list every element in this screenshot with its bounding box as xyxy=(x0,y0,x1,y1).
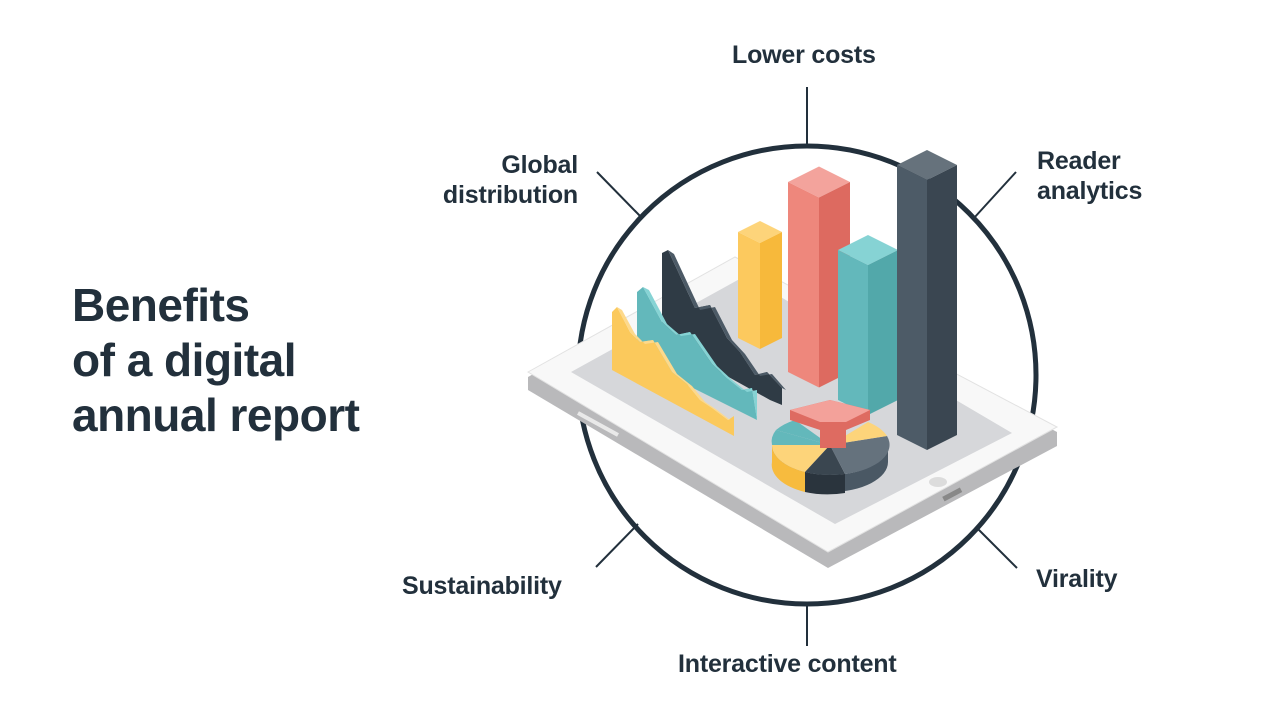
connector-sustainability xyxy=(595,523,639,568)
bar-slate-right-face xyxy=(927,165,957,450)
label-line: analytics xyxy=(1037,177,1143,205)
pie-chart xyxy=(771,400,890,495)
pie-slice-yellow xyxy=(772,445,830,472)
pie-side-dark xyxy=(805,472,845,495)
bar-slate-left-face xyxy=(897,165,927,450)
bar-coral-left-face xyxy=(788,182,819,388)
bar-yellow-right-face xyxy=(760,232,782,349)
title-line: annual report xyxy=(72,389,360,441)
label-line: Global xyxy=(501,151,578,179)
label-global-distribution: Global distribution xyxy=(443,150,578,210)
connector-global-distribution xyxy=(596,171,642,218)
label-line: distribution xyxy=(442,181,578,209)
pie-side-yellow xyxy=(771,445,805,492)
bar-yellow-left-face xyxy=(738,232,760,349)
pie-slice-teal xyxy=(771,430,830,445)
bar-teal-right-face xyxy=(868,250,898,415)
area-yellow xyxy=(612,307,734,436)
pie-slice-coral-top xyxy=(790,400,870,422)
connector-virality xyxy=(975,526,1018,569)
tablet-side-button xyxy=(577,411,619,437)
pie-slice-dark xyxy=(805,445,845,475)
label-virality: Virality xyxy=(1036,565,1118,593)
area-teal xyxy=(637,287,757,420)
bar-chart xyxy=(738,150,957,450)
label-interactive-content: Interactive content xyxy=(678,650,897,678)
tablet-home-button xyxy=(929,477,947,487)
tablet-port xyxy=(942,487,963,502)
area-dark xyxy=(662,250,782,405)
pie-slice-teal-2 xyxy=(776,420,830,445)
label-line: Reader xyxy=(1037,147,1121,175)
area-teal-edge xyxy=(643,287,757,420)
connector-reader-analytics xyxy=(973,171,1017,219)
title-line: Benefits xyxy=(72,279,250,331)
area-charts xyxy=(612,250,786,436)
bar-teal-left-face xyxy=(838,250,868,415)
label-reader-analytics: Reader analytics xyxy=(1037,146,1142,206)
connector-lines xyxy=(595,87,1018,646)
page-title: Benefits of a digital annual report xyxy=(72,278,360,443)
label-lower-costs: Lower costs xyxy=(732,41,876,69)
label-sustainability: Sustainability xyxy=(402,572,562,600)
title-line: of a digital xyxy=(72,334,297,386)
